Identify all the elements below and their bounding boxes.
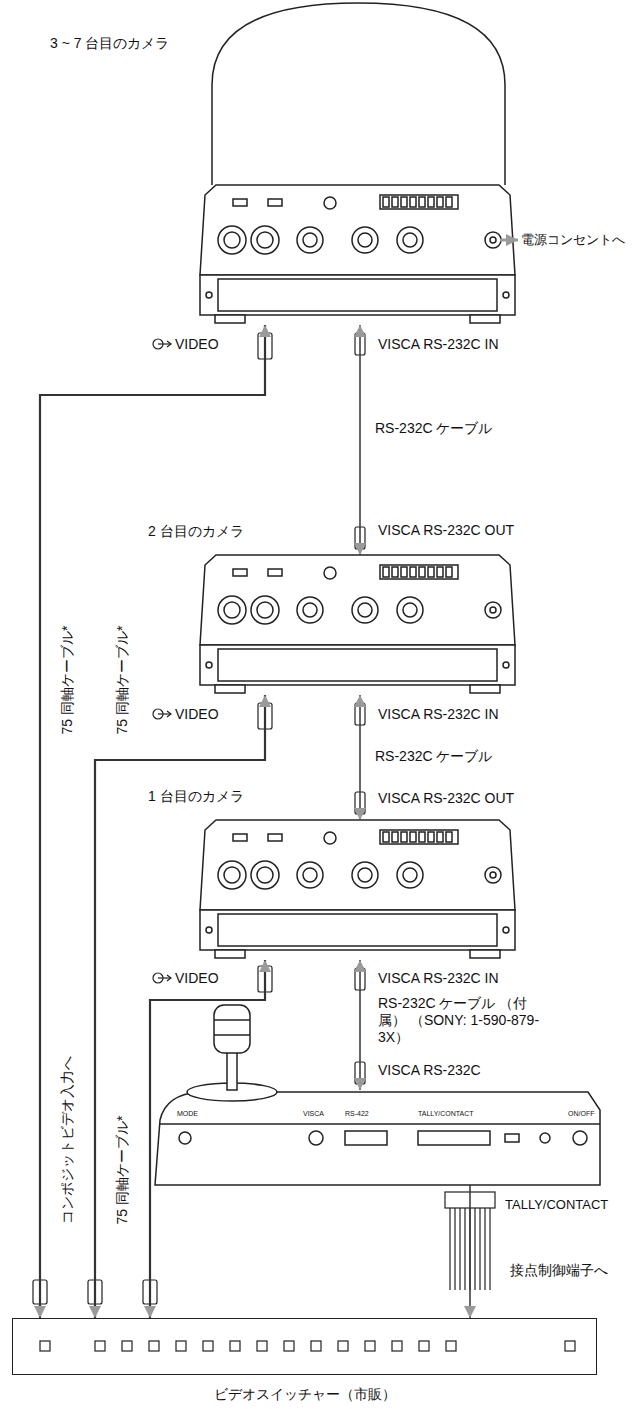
- power-arrow: [500, 239, 518, 242]
- camera: 2 台目のカメラ: [200, 555, 515, 695]
- camera-body: [200, 820, 515, 958]
- camera-bodies: [200, 185, 515, 958]
- node-heading: 1 台目のカメラ: [148, 788, 244, 805]
- panel-label: TALLY/CONTACT: [418, 1110, 474, 1118]
- camera: 3 ~ 7 台目のカメラ: [200, 185, 515, 325]
- port-label: 電源コンセントへ: [521, 231, 625, 248]
- vertical-note: コンポジットビデオ入力へ: [59, 1056, 76, 1224]
- camera-body: [200, 185, 515, 323]
- port-label: VISCA RS-232C OUT: [378, 790, 514, 807]
- video-out-icon: [153, 339, 171, 983]
- port-label: VISCA RS-232C OUT: [378, 522, 514, 539]
- cable: [359, 325, 361, 555]
- panel-label: MODE: [177, 1110, 198, 1118]
- node-heading: 2 台目のカメラ: [148, 523, 244, 540]
- panel-label: VISCA: [303, 1110, 324, 1118]
- cable: [40, 325, 265, 1318]
- controller: MODE VISCA RS-422 TALLY/CONTACT ON/OFF: [155, 1090, 600, 1185]
- cable: [150, 960, 265, 1318]
- cable-label: 75 同軸ケーブル*: [114, 626, 131, 735]
- panel-label: ON/OFF: [568, 1110, 594, 1118]
- panel-label: RS-422: [345, 1110, 369, 1118]
- switcher-buttons: [40, 1341, 575, 1351]
- cable: [359, 960, 361, 1090]
- port-label: VISCA RS-232C: [378, 1062, 481, 1079]
- cable-label: RS-232C ケーブル: [375, 420, 492, 437]
- video-switcher: ビデオスイッチャー（市販）: [12, 1318, 597, 1375]
- cable-label: 75 同軸ケーブル*: [114, 1116, 131, 1225]
- cable: [359, 695, 361, 820]
- camera: 1 台目のカメラ: [200, 820, 515, 960]
- port-label: TALLY/CONTACT: [505, 1196, 608, 1213]
- port-label: VIDEO: [175, 970, 219, 987]
- cable-label: 接点制御端子へ: [510, 1262, 608, 1279]
- port-label: VIDEO: [175, 336, 219, 353]
- port-label: VISCA RS-232C IN: [378, 706, 499, 723]
- node-heading: 3 ~ 7 台目のカメラ: [50, 35, 169, 52]
- cable-label: 75 同軸ケーブル*: [59, 626, 76, 735]
- node-heading: ビデオスイッチャー（市販）: [13, 1386, 596, 1403]
- cable-label: RS-232C ケーブル （付属） （SONY: 1-590-879-3X）: [378, 995, 548, 1046]
- port-label: VISCA RS-232C IN: [378, 336, 499, 353]
- cable-label: RS-232C ケーブル: [375, 748, 492, 765]
- camera-dome: [212, 3, 505, 185]
- cable: [469, 1185, 471, 1318]
- camera-body: [200, 555, 515, 693]
- controller-body: [155, 1005, 600, 1185]
- port-label: VIDEO: [175, 706, 219, 723]
- port-label: VISCA RS-232C IN: [378, 970, 499, 987]
- cable: [95, 695, 265, 1318]
